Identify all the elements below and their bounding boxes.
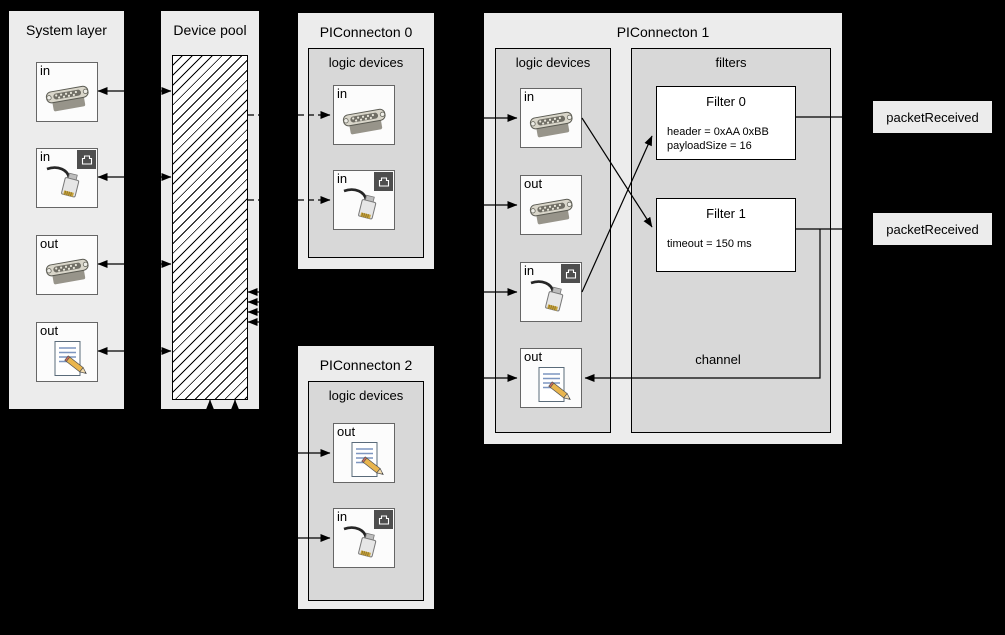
serial-connector-icon	[44, 80, 92, 118]
serial-connector-icon	[341, 103, 389, 141]
device-in-ethernet: in	[36, 148, 98, 208]
piconnecton0-title: PIConnecton 0	[319, 24, 413, 40]
device-label: out	[337, 424, 356, 439]
device-out-serial: out	[36, 235, 98, 295]
ethernet-port-badge-icon	[561, 264, 580, 283]
logic-devices-label: logic devices	[515, 55, 591, 70]
piconnecton2-title: PIConnecton 2	[319, 357, 413, 373]
script-file-icon	[528, 366, 576, 404]
packet-received-box: packetReceived	[872, 100, 993, 134]
serial-connector-icon	[528, 106, 576, 144]
piconnecton1-title: PIConnecton 1	[616, 24, 710, 40]
filters-label: filters	[715, 55, 747, 70]
device-label: in	[337, 509, 348, 524]
script-file-icon	[341, 441, 389, 479]
logic-devices-label: logic devices	[328, 388, 404, 403]
ethernet-plug-icon	[341, 526, 389, 564]
device-label: out	[524, 349, 543, 364]
system-layer-title: System layer	[26, 22, 107, 38]
device-pool-hatch	[172, 55, 248, 400]
device-in-ethernet: in	[520, 262, 582, 322]
device-out-script: out	[333, 423, 395, 483]
ethernet-plug-icon	[341, 188, 389, 226]
ethernet-plug-icon	[44, 166, 92, 204]
ethernet-port-badge-icon	[374, 510, 393, 529]
device-label: in	[524, 263, 535, 278]
device-in-serial: in	[333, 85, 395, 145]
filter-1-box: Filter 1 timeout = 150 ms	[656, 198, 796, 272]
device-label: out	[40, 323, 59, 338]
script-file-icon	[44, 340, 92, 378]
device-in-serial: in	[36, 62, 98, 122]
filter-param: timeout = 150 ms	[667, 238, 752, 250]
packet-received-label: packetReceived	[886, 221, 979, 237]
device-label: in	[524, 89, 535, 104]
filter-title: Filter 0	[706, 94, 746, 109]
filter-title: Filter 1	[706, 206, 746, 221]
device-out-serial: out	[520, 175, 582, 235]
serial-connector-icon	[44, 253, 92, 291]
packet-received-box: packetReceived	[872, 212, 993, 246]
device-label: in	[40, 149, 51, 164]
device-label: out	[40, 236, 59, 251]
device-label: in	[337, 86, 348, 101]
serial-connector-icon	[528, 193, 576, 231]
ethernet-port-badge-icon	[77, 150, 96, 169]
device-label: in	[40, 63, 51, 78]
piconnecton2-logic-devices-box: logic devices	[308, 381, 424, 601]
device-in-ethernet: in	[333, 508, 395, 568]
device-out-script: out	[520, 348, 582, 408]
logic-devices-label: logic devices	[328, 55, 404, 70]
ethernet-plug-icon	[528, 280, 576, 318]
device-label: in	[337, 171, 348, 186]
device-label: out	[524, 176, 543, 191]
device-in-serial: in	[520, 88, 582, 148]
device-in-ethernet: in	[333, 170, 395, 230]
device-pool-title: Device pool	[173, 22, 247, 38]
filter-0-box: Filter 0 header = 0xAA 0xBB payloadSize …	[656, 86, 796, 160]
filter-param: header = 0xAA 0xBB	[667, 126, 769, 138]
packet-received-label: packetReceived	[886, 109, 979, 125]
channel-label: channel	[695, 352, 741, 367]
device-out-script: out	[36, 322, 98, 382]
filter-param: payloadSize = 16	[667, 140, 752, 152]
